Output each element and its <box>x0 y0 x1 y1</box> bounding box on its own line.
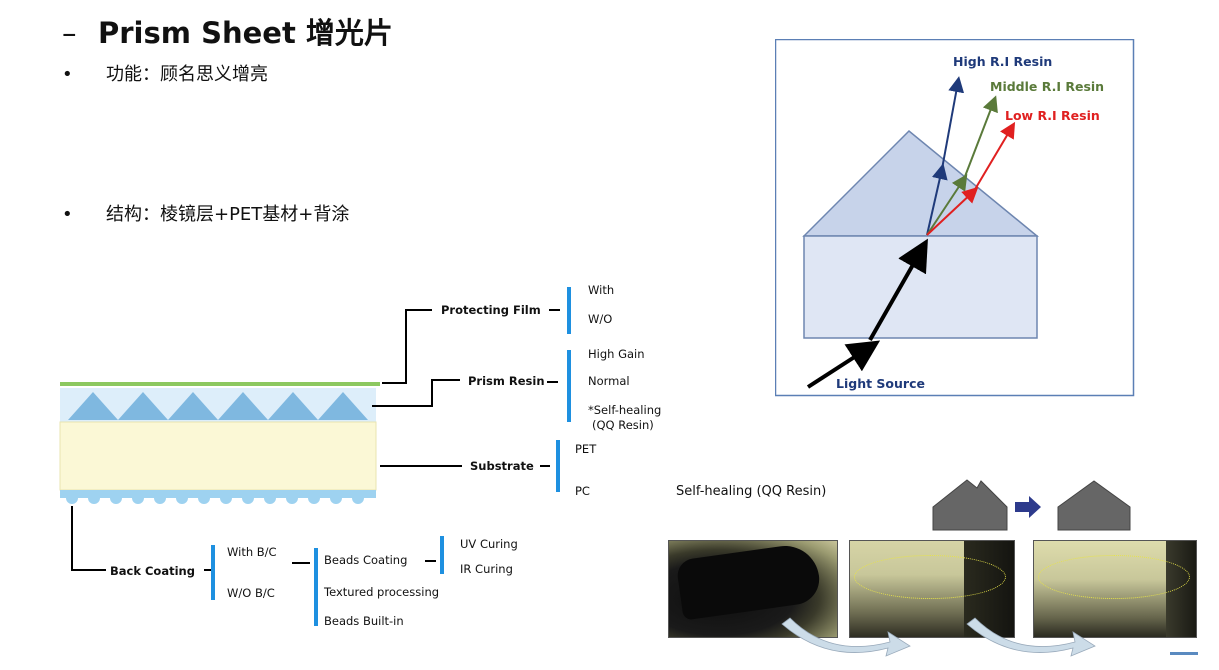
prism-resin-option-self-healing: *Self-healing <box>588 403 662 417</box>
substrate-label: Substrate <box>470 459 534 473</box>
high-ri-label: High R.I Resin <box>953 54 1053 69</box>
tree-braces <box>211 287 571 626</box>
middle-ri-label: Middle R.I Resin <box>990 79 1105 94</box>
bullet-marker: • <box>62 64 73 85</box>
refraction-diagram <box>775 39 1135 397</box>
ray-low-ri-1 <box>926 186 979 236</box>
slide-mark <box>1170 652 1198 655</box>
bullet-structure-text: 结构：棱镜层+PET基材+背涂 <box>106 204 350 225</box>
bc-option-beads-built-in: Beads Built-in <box>324 614 404 628</box>
self-healing-photo-3 <box>1033 540 1197 638</box>
light-ray-in-2 <box>868 238 928 341</box>
curved-arrow-icon <box>781 617 911 657</box>
page-title: –Prism Sheet 增光片 <box>62 10 393 52</box>
title-text: Prism Sheet 增光片 <box>98 16 393 50</box>
bullet-function-text: 功能：顾名思义增亮 <box>106 64 268 85</box>
healed-prism-icon <box>1057 480 1131 531</box>
ray-high-ri-2 <box>941 76 965 170</box>
protecting-film-layer <box>60 382 380 386</box>
protecting-film-label: Protecting Film <box>441 303 541 317</box>
back-coating-beads <box>66 492 364 504</box>
bullet-function: • 功能：顾名思义增亮 <box>62 60 268 86</box>
protecting-film-option-with: With <box>588 283 615 297</box>
prism-resin-label: Prism Resin <box>468 374 545 388</box>
substrate-option-pc: PC <box>575 484 590 498</box>
beads-option-uv-curing: UV Curing <box>460 537 518 551</box>
self-healing-label: Self-healing (QQ Resin) <box>676 484 827 499</box>
structure-diagram <box>59 287 571 626</box>
prism-resin-option-normal: Normal <box>588 374 630 388</box>
damaged-prism-icon <box>932 479 1008 531</box>
arrow-right-icon <box>1015 496 1041 518</box>
back-coating-label: Back Coating <box>110 564 195 578</box>
back-coating-option-wo-bc: W/O B/C <box>227 586 275 600</box>
substrate-option-pet: PET <box>575 442 597 456</box>
ray-middle-ri-2 <box>963 95 998 180</box>
connector-lines <box>71 309 560 571</box>
protecting-film-option-wo: W/O <box>588 312 613 326</box>
back-coating-layer <box>60 490 376 498</box>
title-dash: – <box>62 16 77 50</box>
bc-option-beads-coating: Beads Coating <box>324 553 408 567</box>
ray-middle-ri-1 <box>926 173 968 236</box>
substrate-layer <box>59 421 377 491</box>
bullet-marker: • <box>62 204 73 225</box>
self-healing-photo-2 <box>849 540 1015 638</box>
bullet-structure: • 结构：棱镜层+PET基材+背涂 <box>62 200 349 226</box>
self-healing-photo-1 <box>668 540 838 638</box>
back-coating-option-with-bc: With B/C <box>227 545 277 559</box>
photo-arrows <box>781 617 1198 657</box>
low-ri-label: Low R.I Resin <box>1005 108 1100 123</box>
light-ray-in-1 <box>806 340 881 389</box>
prism-resin-option-qq-resin: (QQ Resin) <box>592 418 654 432</box>
ray-low-ri-2 <box>973 121 1016 192</box>
curved-arrow-icon <box>966 617 1096 657</box>
ray-high-ri-1 <box>926 163 948 236</box>
bc-option-textured-processing: Textured processing <box>324 585 440 599</box>
prism-resin-option-high-gain: High Gain <box>588 347 645 361</box>
light-source-label: Light Source <box>836 376 925 391</box>
prism-teeth <box>68 392 368 420</box>
beads-option-ir-curing: IR Curing <box>460 562 513 576</box>
self-healing-schematic <box>932 479 1131 531</box>
